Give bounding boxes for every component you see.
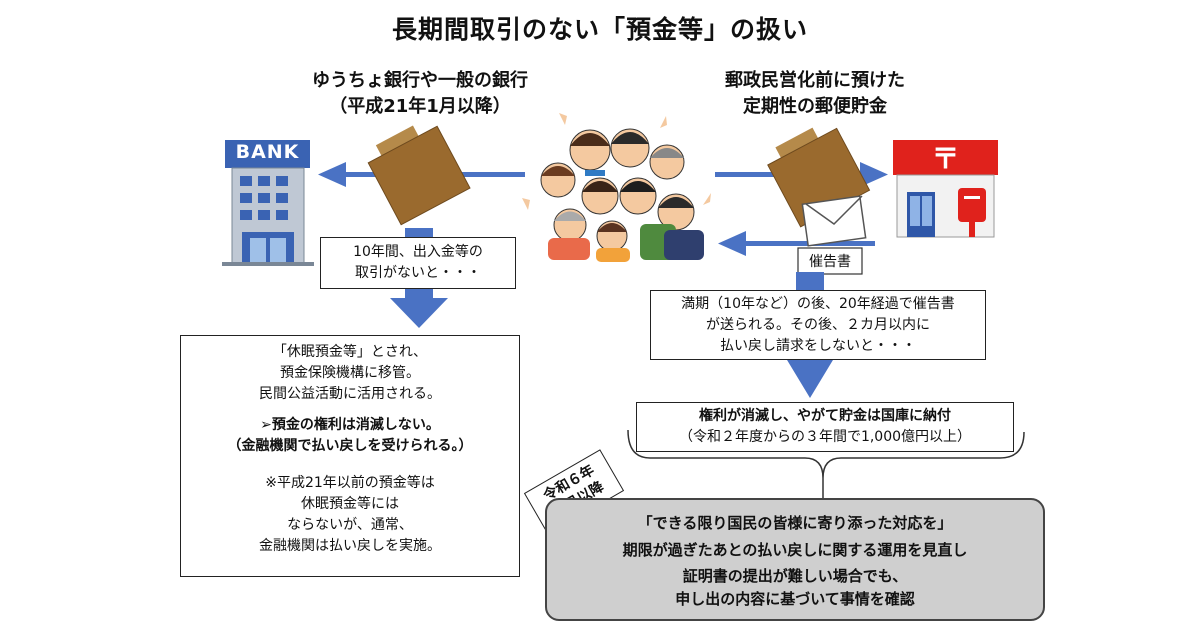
left-result-note-line: 金融機関は払い戻しを実施。 [259, 538, 441, 554]
new-policy-line: 期限が過ぎたあとの払い戻しに関する運用を見直し [622, 541, 968, 559]
left-result-note-line: 休眠預金等には [301, 496, 399, 512]
left-result-bold-line: ➢預金の権利は消滅しない。 [260, 417, 440, 433]
new-policy-quote: 「できる限り国民の皆様に寄り添った対応を」 [637, 514, 953, 532]
right-header-line: 定期性の郵便貯金 [743, 96, 887, 117]
post-office-icon [893, 140, 998, 238]
left-result-line: 預金保険機構に移管。 [280, 365, 420, 381]
postal-mark: 〒 [931, 142, 960, 175]
bank-sign: BANK [235, 141, 300, 163]
happy-people-icon [522, 113, 711, 262]
right-condition-line: 払い戻し請求をしないと・・・ [720, 338, 916, 354]
left-result-box: 「休眠預金等」とされ、 預金保険機構に移管。 民間公益活動に活用される。 ➢預金… [180, 335, 520, 577]
right-condition-line: 満期（10年など）の後、20年経過で催告書 [681, 296, 955, 312]
right-result-line: （令和２年度からの３年間で1,000億円以上） [678, 429, 972, 445]
right-result-line: 権利が消滅し、やがて貯金は国庫に納付 [699, 408, 951, 424]
new-policy-line: 申し出の内容に基づいて事情を確認 [675, 590, 915, 608]
right-condition-box: 満期（10年など）の後、20年経過で催告書 が送られる。その後、２カ月以内に 払… [650, 290, 986, 360]
right-result-box: 権利が消滅し、やがて貯金は国庫に納付 （令和２年度からの３年間で1,000億円以… [636, 402, 1014, 452]
new-policy-panel: 「できる限り国民の皆様に寄り添った対応を」 期限が過ぎたあとの払い戻しに関する運… [545, 498, 1045, 621]
notice-letter-icon [801, 195, 867, 247]
left-result-bold-line: （金融機関で払い戻しを受けられる。） [227, 438, 473, 454]
page-title: 長期間取引のない「預金等」の扱い [391, 15, 808, 44]
envelope-money-icon [367, 125, 471, 226]
left-header-line: （平成21年1月以降） [329, 96, 511, 117]
left-condition-line: 取引がないと・・・ [355, 265, 481, 281]
left-result-line: 民間公益活動に活用される。 [259, 386, 441, 402]
notice-label-frame [797, 247, 863, 275]
right-condition-line: が送られる。その後、２カ月以内に [706, 317, 930, 333]
left-header-line: ゆうちょ銀行や一般の銀行 [312, 70, 528, 91]
bank-building-icon [222, 140, 314, 266]
left-result-note-line: ならないが、通常、 [287, 517, 413, 533]
right-header: 郵政民営化前に預けた 定期性の郵便貯金 [665, 68, 965, 120]
left-condition-line: 10年間、出入金等の [353, 244, 483, 260]
left-result-note-line: ※平成21年以前の預金等は [265, 475, 435, 491]
left-condition-box: 10年間、出入金等の 取引がないと・・・ [320, 237, 516, 289]
left-header: ゆうちょ銀行や一般の銀行 （平成21年1月以降） [250, 68, 590, 120]
notice-label: 催告書 [809, 254, 851, 270]
new-policy-line: 証明書の提出が難しい場合でも、 [682, 567, 908, 585]
left-result-line: 「休眠預金等」とされ、 [272, 344, 428, 360]
right-header-line: 郵政民営化前に預けた [725, 70, 905, 91]
